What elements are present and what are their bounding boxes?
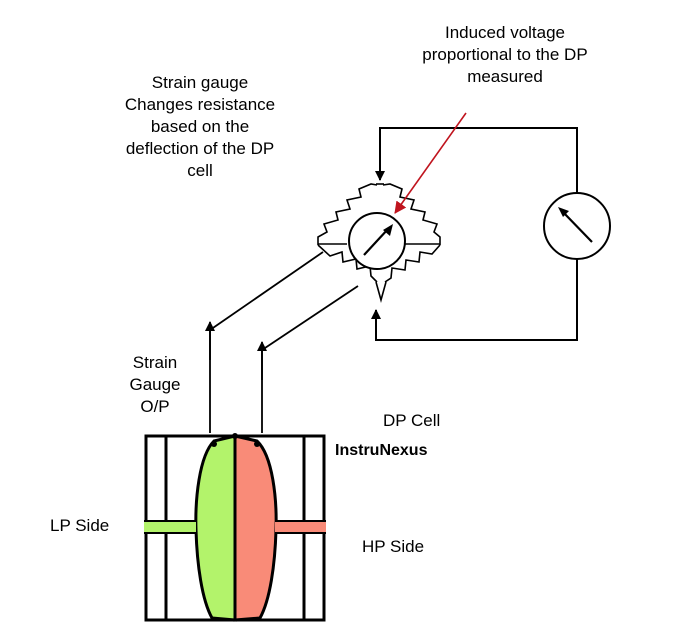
brand-label: InstruNexus: [335, 442, 428, 459]
resistor-icon: [382, 183, 441, 243]
hp-side-label: HP Side: [362, 537, 425, 556]
lp-side-label: LP Side: [50, 516, 110, 535]
induced-voltage-pointer-arrow: [394, 112, 467, 214]
strain-gauge-note: Strain gauge Changes resistance based on…: [124, 73, 276, 180]
external-galvanometer-icon: [543, 192, 611, 260]
meter-circuit: [371, 127, 578, 341]
bridge-galvanometer-icon: [348, 212, 406, 270]
strain-gauge-output-label: Strain Gauge O/P: [129, 353, 181, 416]
strain-gauge-output-lines: [205, 251, 359, 433]
resistor-icon: [384, 244, 441, 283]
dp-cell-label: DP Cell: [383, 411, 441, 430]
resistor-icon: [317, 183, 378, 243]
induced-voltage-note: Induced voltage proportional to the DP m…: [422, 23, 588, 86]
dp-cell-body: [144, 433, 326, 622]
